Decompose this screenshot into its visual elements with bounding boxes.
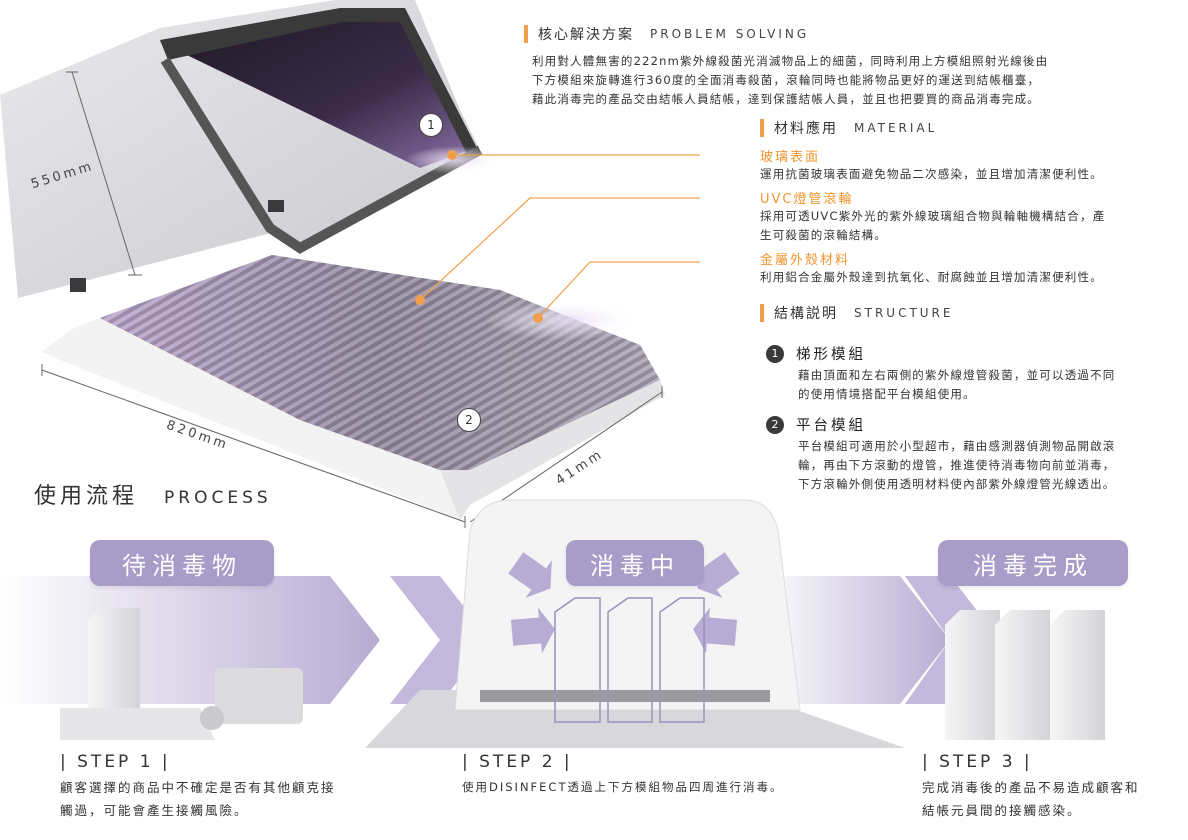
material-section: 材料應用 MATERIAL 玻璃表面 運用抗菌玻璃表面避免物品二次感染，並且增加… [760, 118, 1170, 287]
step-label: | STEP 1 | [60, 752, 171, 772]
solution-section: 核心解決方案 PROBLEM SOLVING 利用對人體無害的222nm紫外線殺… [524, 24, 1164, 109]
material-item-text: 運用抗菌玻璃表面避免物品二次感染，並且增加清潔便利性。 [760, 167, 1103, 181]
process-heading: 使用流程 PROCESS [34, 478, 272, 510]
material-item: 金屬外殼材料 利用鋁合金屬外殼達到抗氧化、耐腐蝕並且增加清潔便利性。 [760, 249, 1170, 287]
solution-heading: 核心解決方案 PROBLEM SOLVING [524, 24, 1164, 44]
material-item-text: 採用可透UVC紫外光的紫外線玻璃組合物與輪軸機構結合，產 [760, 209, 1106, 223]
solution-title-en: PROBLEM SOLVING [650, 27, 810, 41]
structure-title-en: STRUCTURE [854, 306, 954, 320]
product-illustration [0, 0, 700, 528]
step-text-line: 觸過，可能會產生接觸風險。 [60, 803, 249, 818]
solution-title-zh: 核心解決方案 [538, 27, 634, 43]
solution-line: 下方模組來旋轉進行360度的全面消毒殺菌，滾輪同時也能將物品更好的運送到結帳櫃臺… [532, 73, 1041, 87]
callout-2: 2 [457, 408, 481, 432]
step1-products [60, 608, 303, 740]
structure-item-text: 平台模組可適用於小型超市，藉由感測器偵測物品開啟滾 [798, 439, 1116, 453]
structure-item-text: 的使用情境搭配平台模組使用。 [798, 387, 976, 401]
material-title-zh: 材料應用 [774, 121, 838, 137]
accent-bar [524, 25, 528, 43]
callout-1: 1 [419, 113, 443, 137]
structure-section: 結構説明 STRUCTURE 1 梯形模組 藉由頂面和左右兩側的紫外線燈管殺菌，… [760, 303, 1170, 494]
structure-title-zh: 結構説明 [774, 306, 838, 322]
material-title-en: MATERIAL [854, 121, 938, 135]
platform-module [42, 255, 665, 520]
structure-item-name: 平台模組 [796, 418, 866, 434]
step-text-line: 顧客選擇的商品中不確定是否有其他顧克接 [60, 780, 336, 795]
process-title-zh: 使用流程 [34, 484, 139, 509]
step-text-line: 結帳元員間的接觸感染。 [922, 803, 1082, 818]
process-illustration [0, 499, 1105, 748]
accent-bar [760, 304, 764, 322]
step-text-line: 使用DISINFECT透過上下方模組物品四周進行消毒。 [462, 780, 784, 794]
structure-item-name: 梯形模組 [796, 347, 866, 363]
material-item: UVC燈管滾輪 採用可透UVC紫外光的紫外線玻璃組合物與輪軸機構結合，產 生可殺… [760, 188, 1170, 245]
solution-line: 藉此消毒完的產品交由結帳人員結帳，達到保護結帳人員，並且也把要買的商品消毒完成。 [532, 92, 1040, 106]
step-text-line: 完成消毒後的產品不易造成顧客和 [922, 780, 1140, 795]
structure-number: 2 [766, 415, 784, 434]
stage-disinfecting: 消毒中 [566, 540, 704, 586]
stage-waiting: 待消毒物 [90, 540, 274, 586]
material-item-name: 玻璃表面 [760, 150, 821, 165]
trapezoid-module [0, 0, 505, 298]
structure-item: 2 平台模組 平台模組可適用於小型超市，藉由感測器偵測物品開啟滾 輪，再由下方滾… [766, 414, 1170, 494]
structure-item-text: 下方滾輪外側使用透明材料使內部紫外線燈管光線透出。 [798, 477, 1116, 491]
accent-bar [760, 119, 764, 137]
solution-line: 利用對人體無害的222nm紫外線殺菌光消滅物品上的細菌，同時利用上方模組照射光線… [532, 54, 1049, 68]
step-1: | STEP 1 | 顧客選擇的商品中不確定是否有其他顧克接 觸過，可能會產生接… [60, 752, 380, 822]
step3-products [945, 610, 1105, 740]
step-label: | STEP 2 | [462, 752, 573, 772]
material-heading: 材料應用 MATERIAL [760, 118, 1170, 138]
disinfect-hood [365, 499, 905, 748]
structure-item-text: 輪，再由下方滾動的燈管，推進使待消毒物向前並消毒， [798, 458, 1116, 472]
structure-heading: 結構説明 STRUCTURE [760, 303, 1170, 323]
process-title-en: PROCESS [164, 488, 272, 508]
material-item: 玻璃表面 運用抗菌玻璃表面避免物品二次感染，並且增加清潔便利性。 [760, 146, 1170, 184]
stage-completed: 消毒完成 [938, 540, 1128, 586]
structure-item-text: 藉由頂面和左右兩側的紫外線燈管殺菌，並可以透過不同 [798, 368, 1116, 382]
material-item-name: 金屬外殼材料 [760, 253, 851, 268]
callout-lines [419, 154, 700, 319]
material-item-name: UVC燈管滾輪 [760, 192, 854, 207]
structure-number: 1 [766, 344, 784, 363]
structure-item: 1 梯形模組 藉由頂面和左右兩側的紫外線燈管殺菌，並可以透過不同 的使用情境搭配… [766, 343, 1170, 404]
solution-body: 利用對人體無害的222nm紫外線殺菌光消滅物品上的細菌，同時利用上方模組照射光線… [532, 52, 1164, 109]
material-item-text: 利用鋁合金屬外殼達到抗氧化、耐腐蝕並且增加清潔便利性。 [760, 270, 1103, 284]
step-label: | STEP 3 | [922, 752, 1033, 772]
step-3: | STEP 3 | 完成消毒後的產品不易造成顧客和 結帳元員間的接觸感染。 [922, 752, 1172, 822]
material-item-text: 生可殺菌的滾輪結構。 [760, 228, 887, 242]
step-2: | STEP 2 | 使用DISINFECT透過上下方模組物品四周進行消毒。 [462, 752, 842, 799]
